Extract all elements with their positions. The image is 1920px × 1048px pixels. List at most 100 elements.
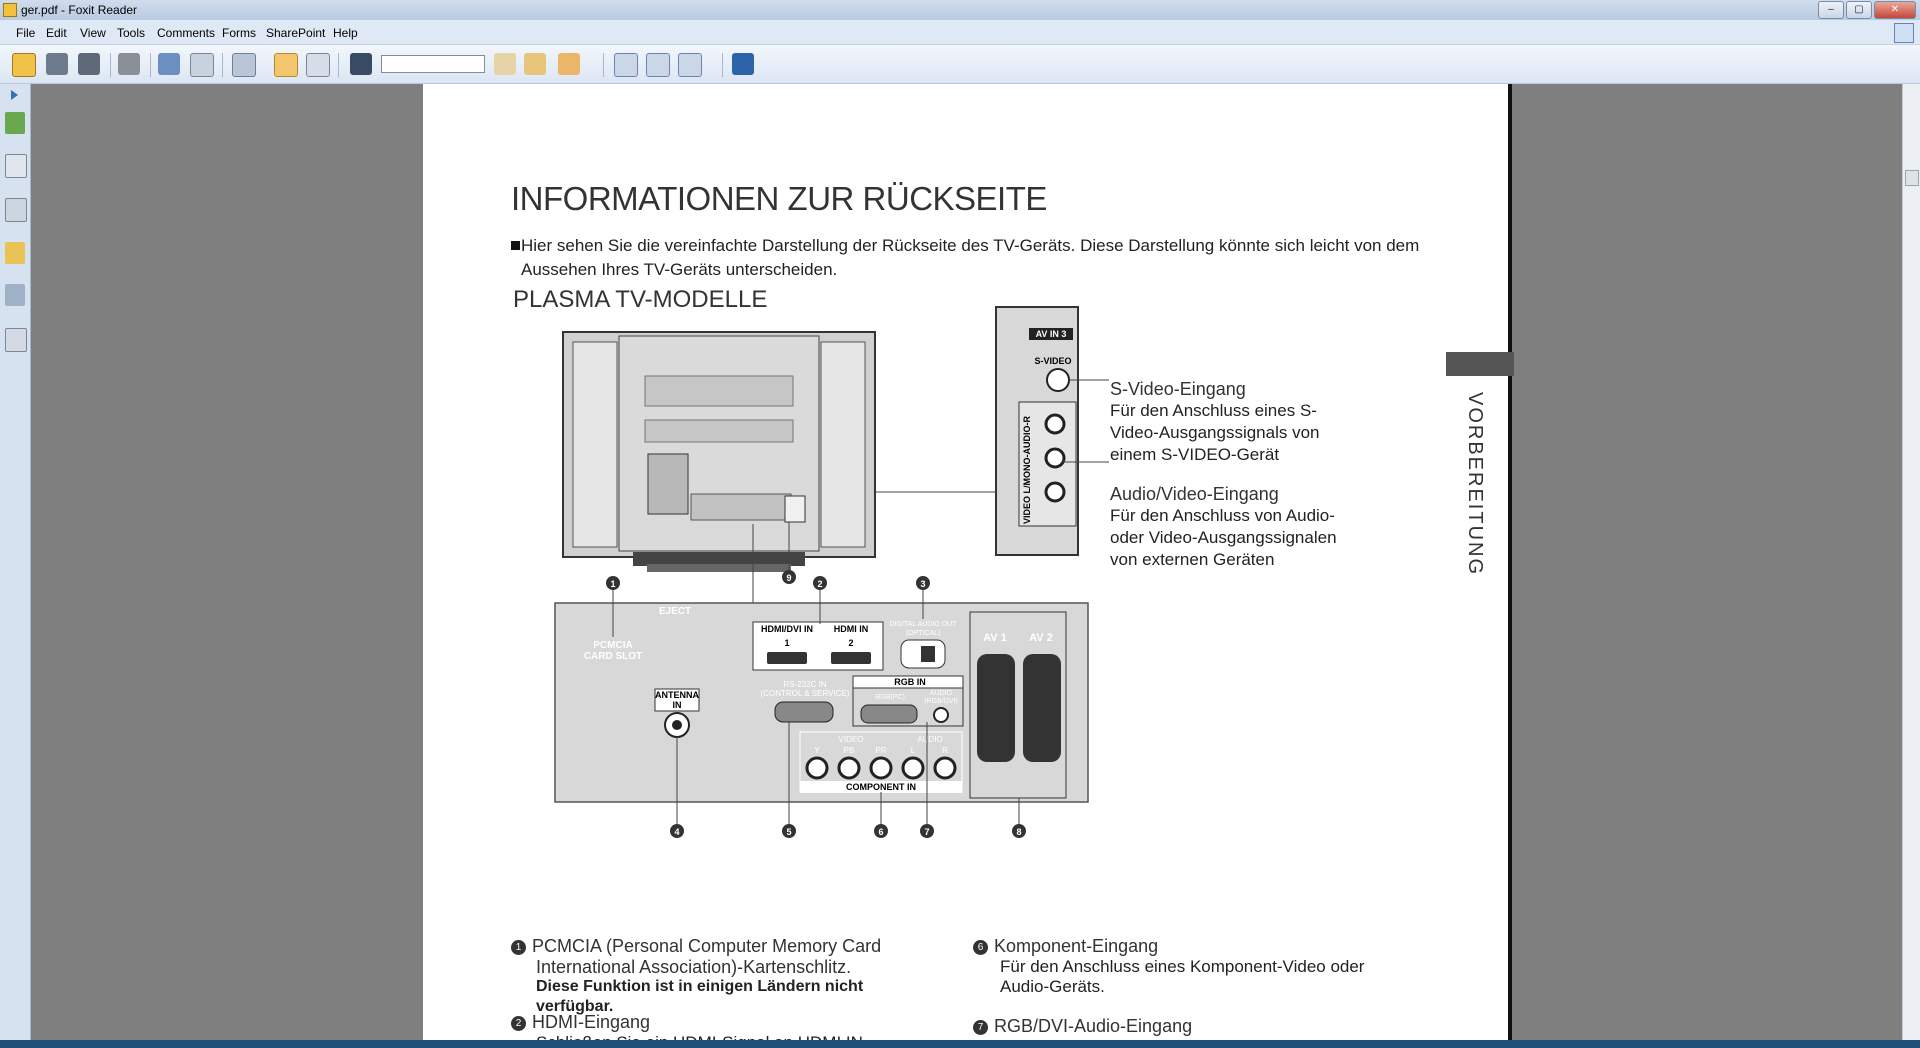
close-button[interactable]: ✕ [1874,1,1916,19]
bookmarks-icon[interactable] [5,112,25,134]
minimize-button[interactable]: – [1818,1,1844,19]
digital-audio-label-1: DIGITAL AUDIO OUT [890,621,958,628]
svg-text:6: 6 [878,827,883,837]
windows-taskbar [0,1040,1920,1048]
rgb-pc-label: RGB(PC) [875,694,905,701]
rgb-pc-port [860,704,918,724]
fit-page-icon[interactable] [614,53,638,77]
antenna-label-1: ANTENNA [655,690,699,700]
print-icon[interactable] [118,53,140,75]
component-y-label: Y [814,746,820,755]
select-text-icon[interactable] [232,53,256,77]
rgb-in-label: RGB IN [894,677,926,687]
bullet-square [511,241,520,250]
svg-text:2: 2 [817,579,822,589]
maximize-button[interactable]: ▢ [1846,1,1872,19]
menu-file[interactable]: File [16,26,36,40]
component-r-label: R [942,746,948,755]
save-as-icon[interactable] [78,53,100,75]
callout-audio-video: Audio/Video-Eingang Für den Anschluss vo… [1110,484,1337,569]
open-folder-icon[interactable] [12,53,36,77]
audio-rgb-port [933,707,949,723]
pages-icon[interactable] [5,154,27,178]
audio-rgb-label-2: (RGB/DVI) [924,698,957,705]
restore-document-icon[interactable] [1894,23,1914,43]
comments-panel-icon[interactable] [5,242,25,264]
fit-width-icon[interactable] [646,53,670,77]
vertical-scrollbar[interactable] [1902,84,1920,1048]
antenna-label-2: IN [673,700,682,710]
digital-audio-label-2: (OPTICAL) [906,630,941,637]
scrollbar-thumb[interactable] [1905,170,1919,186]
find-previous-icon[interactable] [494,53,516,75]
foxit-online-icon[interactable] [732,53,754,75]
window-title: ger.pdf - Foxit Reader [21,3,138,17]
tv-rear-illustration: AV IN 3 S-VIDEO VIDEO L/MONO-AUDIO-R EJE… [554,306,1109,838]
svg-text:3: 3 [920,579,925,589]
component-in-label: COMPONENT IN [846,782,916,792]
av2-label: AV 2 [1029,632,1053,644]
rs232-label-2: (CONTROL & SERVICE) [761,689,850,698]
marker-3 [916,576,930,590]
marker-7 [920,824,934,838]
intro-paragraph: Hier sehen Sie die vereinfachte Darstell… [511,234,1421,282]
marker-4 [670,824,684,838]
marker-8 [1012,824,1026,838]
svg-text:5: 5 [786,827,791,837]
foxit-app-icon [3,3,17,17]
fullscreen-icon[interactable] [158,53,180,75]
section-tab-marker [1446,352,1514,376]
av-vertical-label: VIDEO L/MONO-AUDIO-R [1022,416,1032,524]
signatures-icon[interactable] [5,328,27,352]
eject-label: EJECT [659,606,691,617]
marker-1 [606,576,620,590]
hand-tool-icon[interactable] [274,53,298,77]
find-next-icon[interactable] [524,53,546,75]
attachments-icon[interactable] [5,284,25,306]
menu-tools[interactable]: Tools [117,26,146,40]
audio-l-jack [1044,447,1066,469]
menu-forms[interactable]: Forms [222,26,256,40]
expand-panel-icon[interactable] [11,90,18,100]
component-video-label: VIDEO [839,735,864,744]
title-bar: ger.pdf - Foxit Reader – ▢ ✕ [0,0,1920,20]
menu-sharepoint[interactable]: SharePoint [266,26,326,40]
av1-label: AV 1 [983,632,1007,644]
optical-port [921,646,935,662]
connection-panel: EJECT PCMCIA CARD SLOT HDMI/DVI IN HDMI … [554,602,1089,803]
menu-comments[interactable]: Comments [157,26,216,40]
save-icon[interactable] [46,53,68,75]
pcmcia-label-1: PCMCIA [593,640,632,651]
audio-r-jack [1044,413,1066,435]
component-pr-label: PR [875,746,886,755]
pcmcia-label-2: CARD SLOT [584,651,642,662]
marker-9 [782,570,796,584]
properties-icon[interactable] [190,53,214,77]
layers-icon[interactable] [5,198,27,222]
actual-size-icon[interactable] [678,53,702,77]
callout-svideo: S-Video-Eingang Für den Anschluss eines … [1110,379,1320,464]
snapshot-icon[interactable] [306,53,330,77]
svideo-jack [1046,368,1070,392]
marker-5 [782,824,796,838]
navigation-panel [0,84,31,1048]
marker-2 [813,576,827,590]
svg-text:8: 8 [1016,827,1021,837]
pdf-page[interactable]: INFORMATIONEN ZUR RÜCKSEITE Hier sehen S… [423,84,1514,1048]
find-binoculars-icon[interactable] [350,53,372,75]
scart-av2-port [1023,654,1061,762]
toolbar [0,45,1920,84]
comment-tool-icon[interactable] [558,53,580,75]
svg-text:9: 9 [786,573,791,583]
section-heading: PLASMA TV-MODELLE [513,286,768,313]
component-pb-label: PB [844,746,855,755]
component-audio-label: AUDIO [917,735,942,744]
menu-edit[interactable]: Edit [46,26,67,40]
menu-help[interactable]: Help [333,26,358,40]
menu-view[interactable]: View [80,26,106,40]
section-tab-label: VORBEREITUNG [1464,392,1486,577]
hdmi-port-2 [831,652,871,664]
find-input[interactable] [381,55,485,73]
